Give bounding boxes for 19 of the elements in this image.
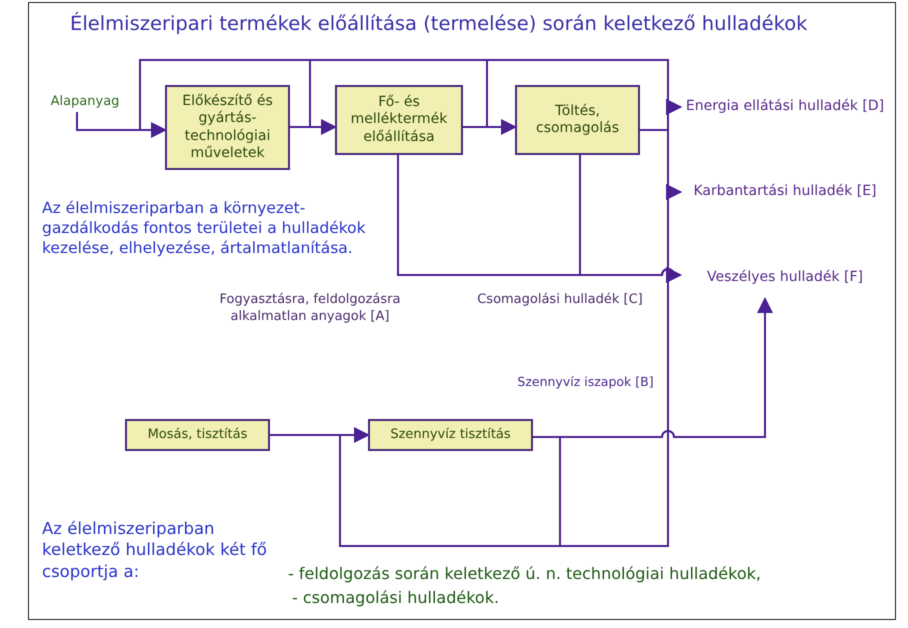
input-label: Alapanyag <box>40 92 130 112</box>
arrow <box>463 59 682 128</box>
process-box: Fő- és melléktermék előállítása <box>335 85 463 155</box>
process-box: Mosás, tisztítás <box>125 419 270 451</box>
diagram-title: Élelmiszeripari termékek előállítása (termelése) során keletkező hulladékok <box>70 12 808 35</box>
list-item: - csomagolási hulladékok. <box>292 588 500 609</box>
process-box: Szennyvíz tisztítás <box>368 419 533 451</box>
waste-label: Szennyvíz iszapok [B] <box>516 374 655 390</box>
process-box: Töltés, csomagolás <box>515 85 640 155</box>
process-box: Előkészítő és gyártás- technológiai műveletek <box>165 85 290 170</box>
waste-label: Csomagolási hulladék [C] <box>476 292 644 309</box>
note-text: Az élelmiszeriparban a környezet-gazdálkodás fontos területei a hulladékok kezelése, elhelyezése, ártalmatlanítása. <box>42 198 367 258</box>
arrow <box>579 155 682 283</box>
list-item: - feldolgozás során keletkező ú. n. technológiai hulladékok, <box>288 564 762 585</box>
note-text: Az élelmiszeriparban keletkező hulladékok két fő csoportja a: <box>42 518 268 582</box>
waste-output-label: Veszélyes hulladék [F] <box>680 257 890 299</box>
waste-output-label: Energia ellátási hulladék [D] <box>680 86 890 128</box>
waste-label: Fogyasztásra, feldolgozásra alkalmatlan anyagok [A] <box>218 292 402 326</box>
waste-output-label: Karbantartási hulladék [E] <box>680 171 890 213</box>
